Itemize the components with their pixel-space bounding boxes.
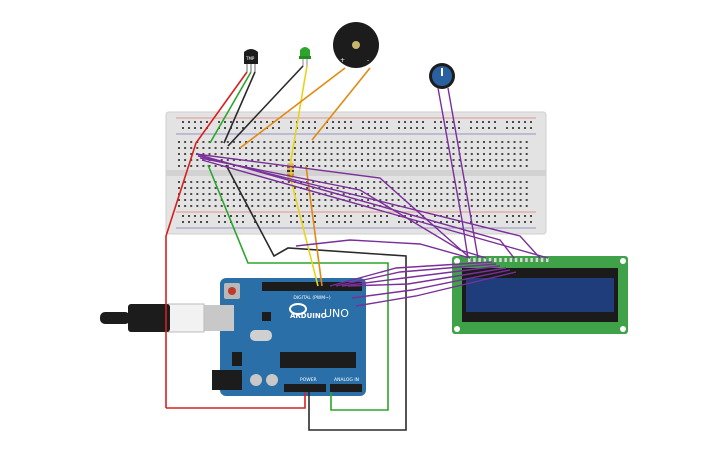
svg-text:-: - [367, 57, 369, 64]
usb-plug-icon [100, 303, 205, 333]
capacitor-icon [250, 374, 262, 386]
wire-purple-12 [355, 271, 517, 307]
atmega-chip [280, 352, 356, 368]
wire-purple-4 [199, 157, 487, 259]
lcd-pins [468, 258, 549, 262]
wires [165, 65, 407, 431]
wire-purple-7 [329, 261, 493, 287]
power-header [284, 384, 326, 392]
tmp36-sensor-icon[interactable]: TMP [244, 49, 258, 72]
wire-orange-buzzer-plus [239, 67, 346, 149]
analog-label: ANALOG IN [334, 377, 359, 383]
digital-label: DIGITAL (PWM~) [293, 295, 331, 301]
wire-purple-3 [197, 155, 541, 259]
wire-orange-buzzer-minus [311, 67, 371, 141]
arduino-brand: ARDUINO [290, 312, 327, 320]
wire-purple-6 [295, 239, 471, 259]
wire-yellow [290, 65, 319, 287]
board-model: UNO [324, 307, 349, 320]
wire-purple-pot [437, 87, 469, 259]
capacitor-icon [266, 374, 278, 386]
arduino-uno-board[interactable]: DIGITAL (PWM~) ARDUINO UNO POWER ANALOG … [204, 278, 366, 396]
wire-purple-9 [341, 265, 501, 287]
wires-purple [195, 87, 549, 307]
wire-red [165, 71, 248, 408]
digital-header [262, 282, 362, 291]
breadboard-holes [178, 121, 532, 223]
knob-icon[interactable] [429, 63, 455, 89]
lcd-display-icon[interactable] [452, 256, 628, 334]
wire-black-sensor [223, 71, 256, 144]
power-label: POWER [300, 377, 317, 383]
wire-purple-2 [195, 153, 515, 259]
breadboard[interactable] [165, 111, 547, 235]
wire-green-sensor [209, 71, 252, 144]
wire-purple-1 [195, 153, 471, 259]
arduino-logo-icon [289, 303, 307, 315]
wire-black-gnd [225, 164, 407, 431]
power-jack[interactable] [212, 370, 242, 390]
wire-black-led [227, 65, 304, 147]
usb-port [204, 305, 234, 331]
lcd-screen [466, 278, 614, 312]
wire-purple-11 [351, 269, 511, 299]
sensor-label: TMP [245, 56, 255, 61]
wire-red-5v [166, 392, 306, 409]
crystal-icon [250, 330, 272, 341]
green-led-icon[interactable] [299, 47, 311, 66]
wire-purple-8 [335, 263, 497, 287]
svg-text:+: + [340, 57, 345, 64]
wire-green-a0 [207, 164, 389, 411]
wire-purple-10 [347, 267, 507, 287]
analog-header [330, 384, 362, 392]
wire-purple-5 [201, 159, 549, 259]
buzzer-icon[interactable]: + - [333, 22, 379, 68]
